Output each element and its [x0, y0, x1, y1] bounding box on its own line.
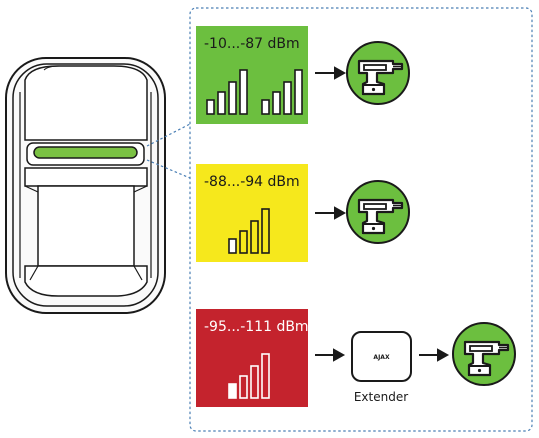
signal-bar [272, 91, 281, 115]
drill-icon [452, 322, 516, 386]
signal-range-label: -95...-111 dBm [204, 319, 309, 335]
signal-bar [239, 69, 248, 115]
status-led-strip [33, 146, 138, 159]
signal-range-label: -88...-94 dBm [204, 174, 300, 190]
extender-logo: AJAX [373, 354, 390, 361]
signal-bar [228, 81, 237, 115]
extender-icon: AJAX [351, 331, 412, 382]
arrow-icon [315, 66, 450, 362]
motion-detector-icon [5, 57, 166, 314]
signal-bar [250, 220, 259, 254]
signal-bar [217, 91, 226, 115]
signal-bar [283, 81, 292, 115]
signal-bar [261, 353, 270, 399]
signal-bar [250, 365, 259, 399]
signal-bar [228, 238, 237, 254]
drill-icon [346, 41, 410, 105]
signal-bar [228, 383, 237, 399]
signal-bar [206, 99, 215, 115]
signal-bar [239, 375, 248, 399]
signal-bar [261, 99, 270, 115]
signal-range-label: -10...-87 dBm [204, 36, 300, 52]
drill-icon [346, 180, 410, 244]
signal-bar [239, 230, 248, 254]
signal-bar [294, 69, 303, 115]
extender-label: Extender [354, 390, 408, 404]
signal-bar [261, 208, 270, 254]
callout-frame [146, 7, 533, 432]
